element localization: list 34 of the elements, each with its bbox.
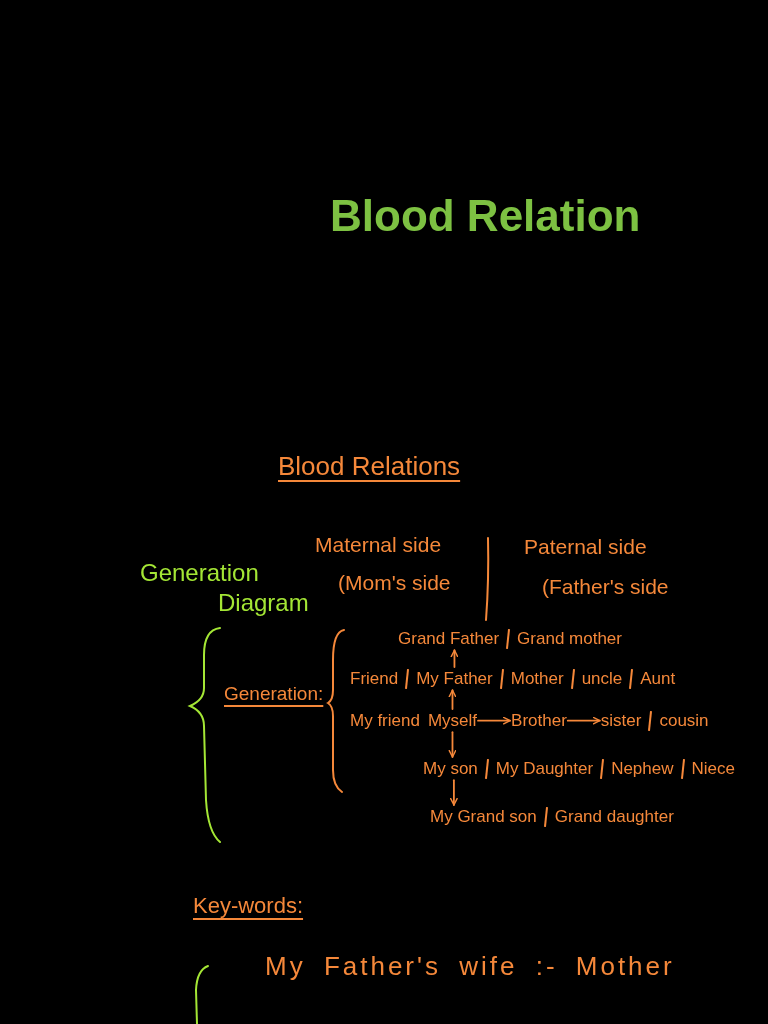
relation-label: Myself — [427, 710, 478, 732]
side-note: (Father's side — [542, 574, 669, 600]
relation-label: sister — [600, 710, 642, 732]
relation-label: Grand mother — [517, 628, 622, 650]
relation-label: Grand daughter — [554, 806, 674, 828]
side-label: Maternal side — [315, 532, 442, 558]
arrow — [566, 716, 601, 725]
relation-label: Brother — [511, 710, 567, 732]
section-label: Generation Diagram — [140, 558, 310, 618]
relation-label: My Father — [416, 668, 493, 690]
relation-label: Mother — [510, 668, 564, 690]
section-label: Generation: — [224, 682, 324, 706]
heading: Blood Relations — [278, 450, 461, 483]
relation-label: Aunt — [640, 668, 676, 690]
relation-label: My Daughter — [495, 758, 594, 780]
relation-label: My friend — [350, 710, 420, 732]
relation-label: Niece — [691, 758, 735, 780]
section-label: Key-words: — [193, 892, 304, 920]
relation-label: Friend — [350, 668, 399, 690]
relation-label: My son — [423, 758, 478, 780]
relation-label: My Grand son — [430, 806, 537, 828]
relation-label: uncle — [581, 668, 623, 690]
relation-label: Grand Father — [398, 628, 500, 650]
relation-label: cousin — [659, 710, 709, 732]
keyword-note: My Father's wife :- Mother — [265, 950, 675, 983]
side-label: Paternal side — [524, 534, 647, 560]
arrow — [448, 689, 457, 710]
side-note: (Mom's side — [338, 570, 451, 596]
arrow — [450, 779, 458, 806]
arrow — [450, 649, 459, 668]
page-title: Blood Relation — [330, 190, 641, 242]
relation-label: Nephew — [611, 758, 674, 780]
arrow — [477, 716, 511, 725]
arrow — [448, 731, 457, 758]
